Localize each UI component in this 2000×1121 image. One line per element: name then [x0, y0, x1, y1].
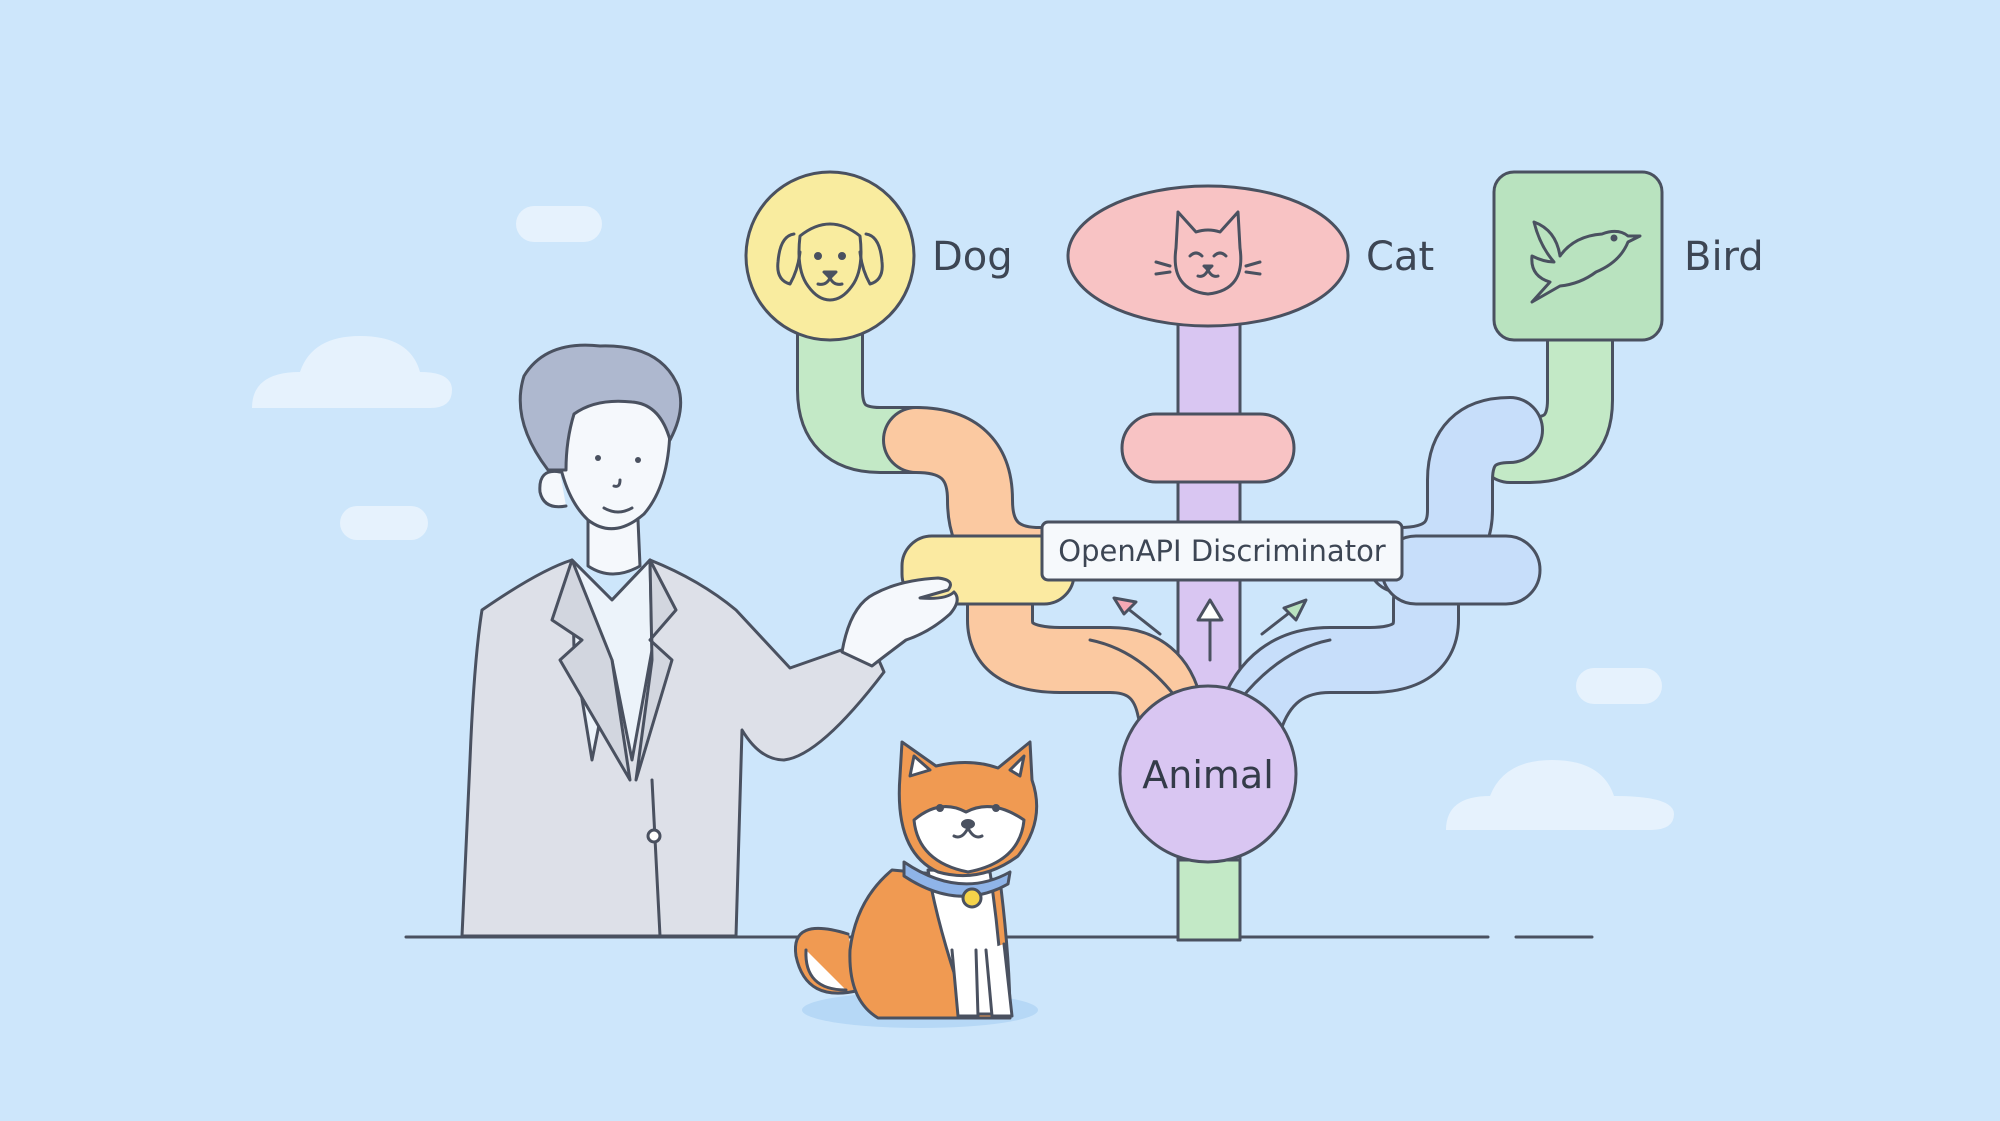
cloud — [340, 506, 428, 540]
arrow-up-icon — [1196, 598, 1224, 662]
animal-root-circle — [1118, 684, 1298, 864]
arrow-up-left-icon — [1112, 596, 1162, 636]
banner-box — [1040, 520, 1404, 582]
blue-capsule — [1380, 534, 1542, 606]
banner-label: OpenAPI Discriminator — [1058, 534, 1386, 568]
discriminator-banner: OpenAPI Discriminator — [1040, 520, 1404, 582]
dog-node: Dog — [744, 170, 1013, 342]
shiba-dog — [793, 740, 1039, 1028]
dog-icon — [776, 222, 884, 302]
cat-label: Cat — [1366, 234, 1434, 280]
routing-arrows — [1112, 596, 1308, 662]
animal-label: Animal — [1142, 753, 1274, 797]
cat-icon — [1154, 210, 1262, 296]
cloud — [1446, 760, 1674, 830]
bird-node-square — [1492, 170, 1664, 342]
dog-node-circle — [744, 170, 916, 342]
cloud — [516, 206, 602, 242]
bird-icon — [1530, 220, 1642, 304]
cloud — [252, 336, 452, 408]
open-hand — [840, 576, 959, 668]
cat-node-ellipse — [1066, 184, 1350, 328]
animal-root-node: Animal — [1118, 684, 1298, 864]
cloud — [1576, 668, 1662, 704]
jacket-button — [646, 828, 662, 844]
bird-label: Bird — [1684, 234, 1764, 280]
bird-node: Bird — [1492, 170, 1764, 342]
presenter-person — [460, 343, 959, 938]
clouds — [252, 206, 1674, 830]
cat-node: Cat — [1066, 184, 1434, 328]
dog-label: Dog — [932, 234, 1013, 280]
dog-collar — [902, 860, 1012, 898]
arrow-up-right-icon — [1260, 598, 1308, 636]
pink-capsule — [1120, 412, 1296, 484]
dog-tag — [961, 887, 983, 909]
lapel-right — [634, 558, 678, 782]
hair — [518, 343, 683, 472]
lapel-left — [550, 558, 632, 782]
